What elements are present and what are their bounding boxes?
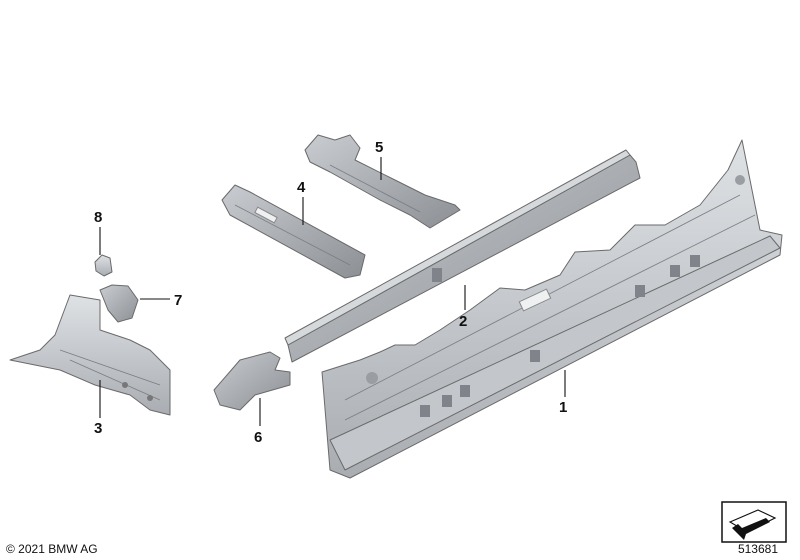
part-3-front-bracket[interactable] — [9, 294, 171, 416]
leader-lines — [99, 157, 566, 426]
callout-6[interactable]: 6 — [254, 429, 262, 446]
callout-7[interactable]: 7 — [174, 292, 182, 309]
callout-5[interactable]: 5 — [375, 139, 383, 156]
callout-3[interactable]: 3 — [94, 420, 102, 437]
part-1-side-sill-outer[interactable] — [321, 139, 783, 479]
part-8-clip[interactable] — [94, 254, 113, 277]
part-7-small-plate[interactable] — [99, 284, 139, 323]
part-4-cross-member[interactable] — [221, 184, 366, 279]
callout-1[interactable]: 1 — [559, 399, 567, 416]
copyright-text: © 2021 BMW AG — [6, 542, 98, 556]
callout-4[interactable]: 4 — [297, 179, 306, 196]
parts-catalog-arrow-icon[interactable] — [721, 501, 787, 543]
callout-2[interactable]: 2 — [459, 313, 467, 330]
part-6-front-rail-piece[interactable] — [213, 351, 291, 411]
part-2-sill-reinforcement[interactable] — [284, 149, 641, 363]
part-5-upper-bracket[interactable] — [304, 134, 461, 229]
diagram-id: 513681 — [737, 542, 778, 556]
callouts: 1 2 3 4 5 6 7 8 — [94, 139, 567, 446]
callout-8[interactable]: 8 — [94, 209, 102, 226]
